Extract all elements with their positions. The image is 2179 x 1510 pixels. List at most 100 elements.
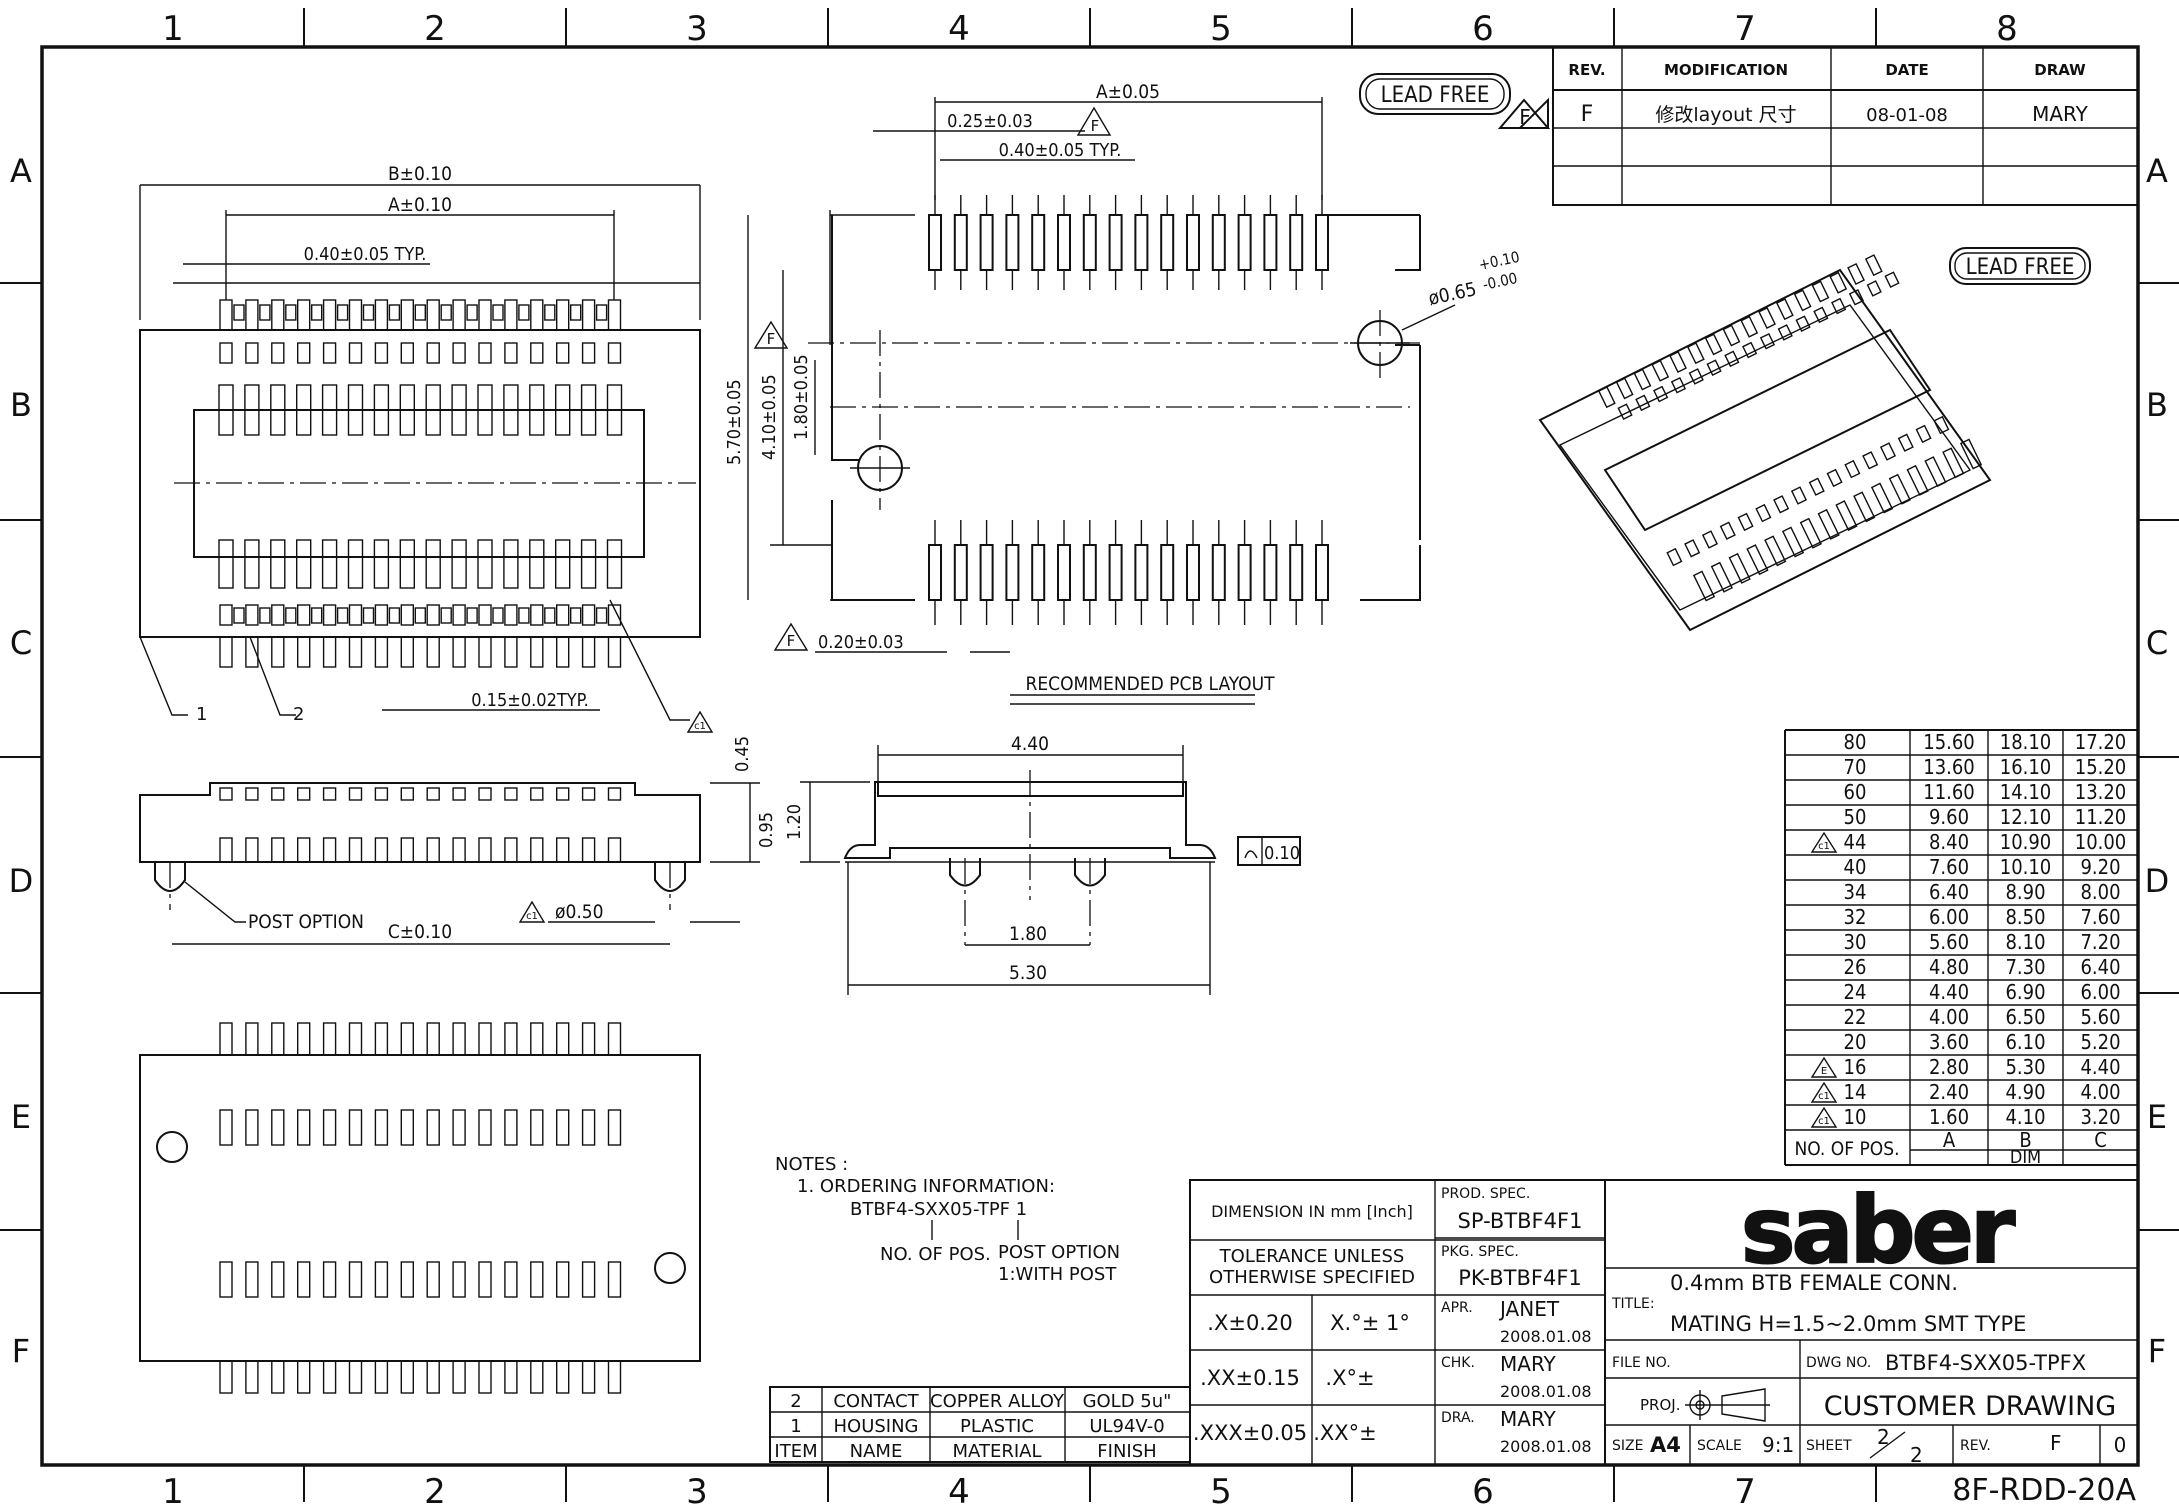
- contact-tail: [426, 299, 440, 331]
- contact-window: [478, 604, 492, 626]
- pcb-pad: [953, 214, 968, 271]
- grid-col-1: 1: [162, 9, 184, 49]
- contact: [297, 837, 311, 863]
- iso-contact: [1933, 415, 1950, 435]
- svg-text:PLASTIC: PLASTIC: [960, 1416, 1034, 1437]
- contact-window: [245, 342, 259, 364]
- svg-text:E: E: [11, 1098, 31, 1136]
- contact: [452, 837, 466, 863]
- contact: [581, 1261, 596, 1298]
- table-cell-b: 6.50: [2005, 1005, 2045, 1029]
- contact: [374, 1360, 389, 1394]
- contact-tail: [374, 299, 389, 331]
- contact: [580, 539, 597, 589]
- revision-mark-icon: [1810, 831, 1838, 853]
- pcb-pad: [1005, 214, 1020, 271]
- contact-tail: [348, 636, 363, 668]
- contact-window: [245, 787, 259, 801]
- no-of-pos-label: NO. OF POS.: [880, 1244, 991, 1265]
- modification-header: MODIFICATION: [1664, 61, 1788, 79]
- grid-col-2: 2: [424, 9, 446, 49]
- dim-570: 5.70±0.05: [724, 379, 745, 465]
- contact-window: [452, 604, 466, 626]
- grid-col-7: 7: [1734, 9, 1756, 49]
- contact-tail: [400, 299, 414, 331]
- contact-tail: [556, 636, 570, 668]
- svg-text:0: 0: [2114, 1433, 2127, 1457]
- pcb-pad: [1134, 214, 1149, 271]
- contact-tail: [544, 304, 556, 321]
- table-cell-b: 8.10: [2005, 930, 2045, 954]
- contact: [556, 1022, 570, 1056]
- svg-text:F: F: [787, 632, 796, 650]
- iso-contact: [1835, 500, 1858, 532]
- svg-text:.XX°±: .XX°±: [1313, 1421, 1377, 1445]
- contact: [530, 1022, 544, 1056]
- drawing-number: BTBF4-SXX05-TPFX: [1885, 1351, 2086, 1375]
- svg-text:OTHERWISE SPECIFIED: OTHERWISE SPECIFIED: [1209, 1267, 1415, 1288]
- contact: [607, 1360, 622, 1394]
- svg-text:GOLD 5u": GOLD 5u": [1083, 1391, 1172, 1412]
- svg-text:1: 1: [790, 1416, 801, 1437]
- svg-text:FILE NO.: FILE NO.: [1612, 1355, 1671, 1371]
- contact-tail: [518, 304, 530, 321]
- iso-contact: [1686, 342, 1705, 365]
- top-view-contacts: [218, 299, 623, 668]
- callout-2: 2: [293, 704, 304, 725]
- contact-tail: [478, 299, 492, 331]
- contact: [245, 837, 259, 863]
- pcb-pad: [1134, 544, 1149, 601]
- svg-text:A: A: [2146, 152, 2168, 190]
- iso-contact: [1666, 547, 1683, 567]
- svg-text:c1: c1: [526, 911, 538, 922]
- iso-contact: [1764, 535, 1787, 567]
- revision-mark-icon: [1810, 1056, 1838, 1078]
- contact-window: [556, 604, 570, 626]
- pcb-pad: [1082, 214, 1097, 271]
- iso-contact: [1793, 289, 1812, 312]
- contact-tail: [245, 299, 259, 331]
- contact: [218, 384, 234, 436]
- table-cell-a: 7.60: [1929, 855, 1969, 879]
- callout-1: 1: [196, 704, 207, 725]
- svg-text:HOUSING: HOUSING: [833, 1416, 918, 1437]
- pcb-pad: [1031, 214, 1046, 271]
- iso-contact: [1710, 561, 1733, 593]
- contact: [581, 1109, 596, 1146]
- contact-tail: [311, 607, 323, 624]
- pcb-pad: [928, 214, 942, 271]
- svg-text:SIZE: SIZE: [1612, 1438, 1643, 1454]
- iso-contact: [1670, 376, 1687, 394]
- iso-contact: [1719, 521, 1736, 540]
- table-cell-a: 6.40: [1929, 880, 1969, 904]
- svg-text:B: B: [10, 386, 32, 424]
- contact-tail: [581, 636, 596, 668]
- contact: [530, 1261, 544, 1298]
- table-cell-c: 7.60: [2080, 905, 2120, 929]
- pcb-pad: [1289, 214, 1304, 271]
- iso-contact: [1906, 464, 1929, 496]
- contact-tail: [388, 304, 401, 321]
- table-cell-b: 10.10: [2000, 855, 2052, 879]
- contact: [452, 1022, 466, 1056]
- contact: [244, 539, 260, 589]
- table-cell-c: 13.20: [2075, 780, 2127, 804]
- table-cell-pos: 44: [1844, 830, 1867, 854]
- contact: [555, 384, 571, 436]
- table-cell-c: 5.60: [2080, 1005, 2120, 1029]
- pcb-pad: [1005, 544, 1020, 601]
- contact: [607, 837, 622, 863]
- bill-of-materials: 2 CONTACT COPPER ALLOY GOLD 5u" 1 HOUSIN…: [769, 1386, 1191, 1463]
- grid-col-5-bottom: 5: [1210, 1472, 1232, 1510]
- svg-text:2: 2: [1910, 1443, 1923, 1467]
- pcb-pad: [1315, 544, 1329, 601]
- dim-a-pcb: A±0.05: [1096, 81, 1160, 103]
- grid-col-3: 3: [686, 9, 708, 49]
- table-cell-b: 4.10: [2005, 1105, 2045, 1129]
- contact: [426, 1360, 440, 1394]
- contact-window: [400, 342, 414, 364]
- contact: [245, 1109, 259, 1146]
- svg-text:.X±0.20: .X±0.20: [1207, 1311, 1292, 1335]
- pcb-pad: [979, 214, 994, 271]
